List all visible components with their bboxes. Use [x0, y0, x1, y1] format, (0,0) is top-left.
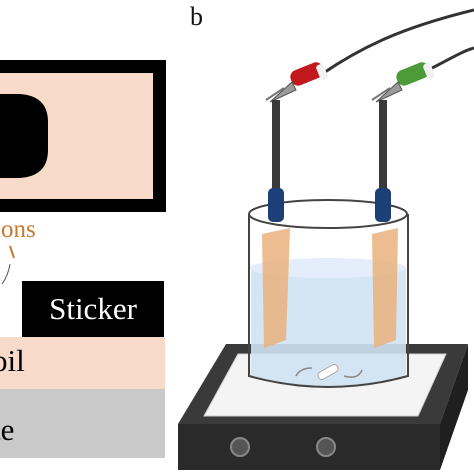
green-clip	[371, 62, 435, 103]
cut-annotation-line	[1, 263, 11, 285]
foil-label: oil	[0, 343, 25, 378]
electrode-left	[262, 100, 290, 348]
electrode-holder-right	[375, 188, 391, 222]
sample-neck	[0, 73, 60, 199]
electrode-strip-right	[372, 228, 398, 348]
cable-right	[427, 46, 474, 72]
substrate-layer	[0, 389, 165, 458]
red-clip	[265, 62, 328, 103]
substrate-label: te	[0, 412, 15, 447]
stir-arrow-left	[295, 367, 313, 377]
sticker-layer: Sticker	[22, 281, 164, 337]
cut-annotation-label: ions	[0, 216, 36, 243]
beaker	[248, 199, 409, 388]
sample-grip-region	[0, 96, 40, 174]
electrolyte	[251, 261, 406, 386]
stir-arrow-right	[343, 369, 363, 378]
beaker-rim	[248, 199, 408, 229]
electrode-strip-left	[262, 228, 290, 348]
electrode-right	[372, 100, 398, 348]
panel-label-b: b	[190, 2, 203, 31]
sticker-label: Sticker	[49, 291, 137, 326]
cable-left	[321, 8, 474, 76]
electrode-holder-left	[268, 188, 284, 222]
hotplate-knob-left	[230, 437, 250, 457]
electrolyte-surface	[250, 258, 406, 278]
beaker-wall	[248, 214, 409, 388]
foil-layer	[0, 337, 165, 389]
sample-gauge-region	[60, 73, 153, 199]
cut-annotation-arrow	[9, 245, 15, 259]
stir-bar	[317, 364, 339, 380]
dogbone-sample-diagram	[0, 60, 166, 212]
hotplate-knob-right	[316, 437, 336, 457]
